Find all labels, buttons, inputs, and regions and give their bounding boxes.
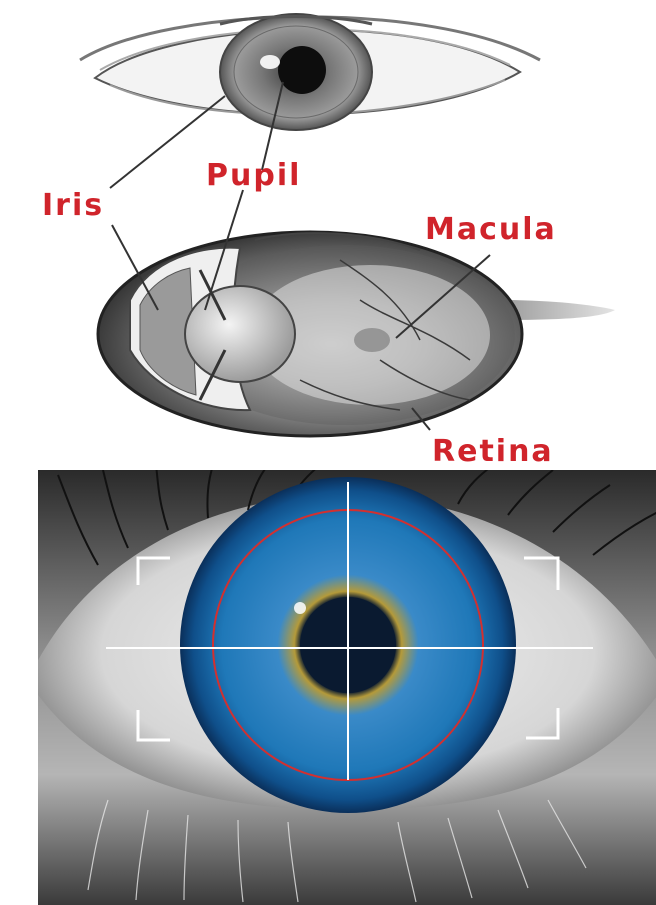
iris-scan-drawing xyxy=(38,470,656,905)
iris-label: Iris xyxy=(42,188,104,223)
eye-anatomy-diagram: Iris Pupil Macula Retina xyxy=(0,0,656,468)
macula-label: Macula xyxy=(425,212,557,247)
retina-label: Retina xyxy=(432,434,554,469)
external-eye-drawing xyxy=(80,14,540,130)
eyeball-cross-section xyxy=(98,232,615,436)
anatomy-drawing xyxy=(0,0,656,468)
pupil-label: Pupil xyxy=(206,158,301,193)
iris-scan-photo xyxy=(38,470,656,905)
